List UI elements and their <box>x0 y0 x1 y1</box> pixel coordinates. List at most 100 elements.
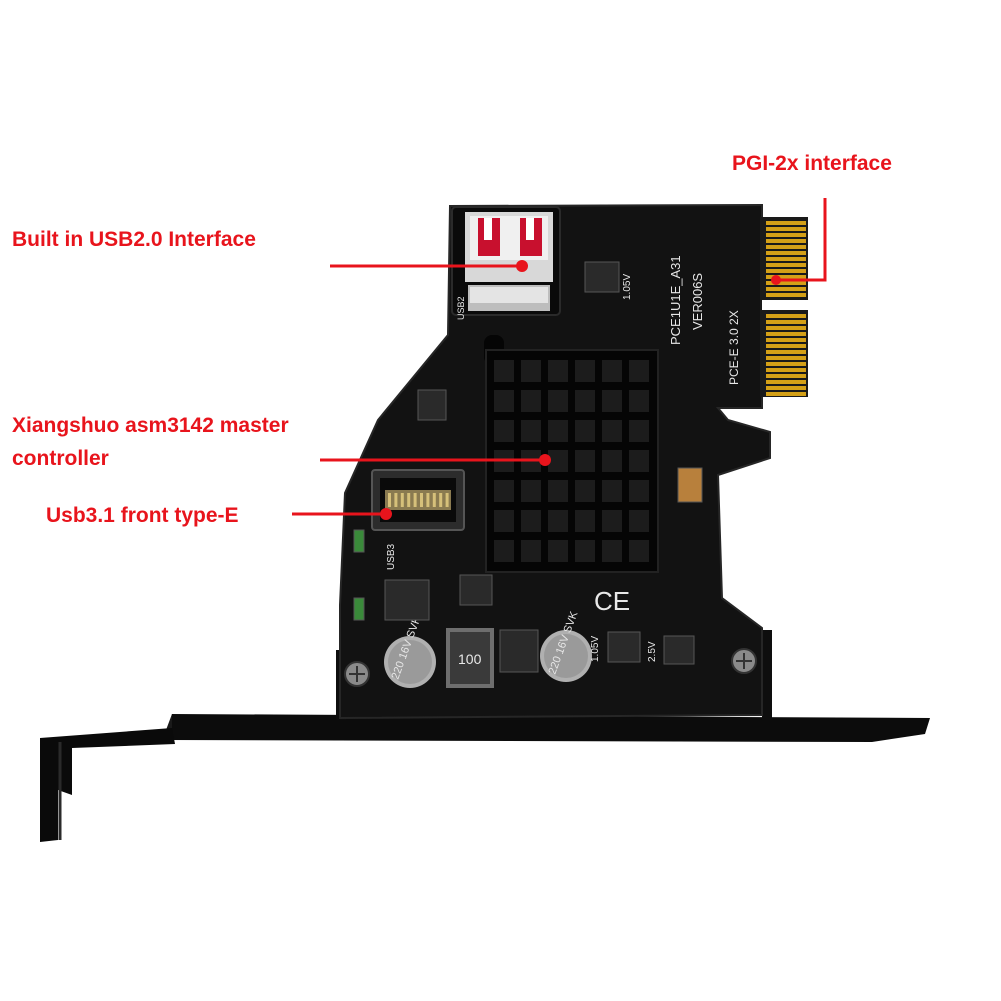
heatsink-fin <box>575 540 595 562</box>
silkscreen: PCE1U1E_A31 VER006S PCE-E 3.0 2X 1.05V 1… <box>386 255 741 662</box>
gold-finger <box>766 281 806 285</box>
mounting-screws <box>344 648 757 687</box>
gold-finger <box>766 287 806 291</box>
gold-finger <box>766 320 806 324</box>
heatsink-fin <box>602 510 622 532</box>
inductor: 100 <box>446 628 494 688</box>
controller-label-line2: controller <box>12 447 109 470</box>
model-text: PCE1U1E_A31 <box>668 255 683 345</box>
pcie-interface-label: PGI-2x interface <box>732 152 892 175</box>
heatsink-fin <box>602 540 622 562</box>
front-type-e-label: Usb3.1 front type-E <box>46 504 239 527</box>
heatsink-fin <box>494 480 514 502</box>
inductor-text: 100 <box>458 651 482 667</box>
heatsink-fin <box>494 360 514 382</box>
ce-mark: CE <box>594 586 630 616</box>
connector-pin <box>445 493 449 507</box>
heatsink-fin <box>548 420 568 442</box>
heatsink-fin <box>575 420 595 442</box>
smd-components <box>353 261 703 673</box>
gold-finger <box>766 221 806 225</box>
heatsink-fin <box>548 360 568 382</box>
leader-dots <box>380 260 781 520</box>
connector-pin <box>420 493 423 507</box>
bus-text: PCE-E 3.0 2X <box>727 310 741 385</box>
heatsink-fin <box>602 480 622 502</box>
gold-finger <box>766 245 806 249</box>
heatsink-fin <box>548 450 568 472</box>
gold-finger <box>766 362 806 366</box>
connector-pin <box>394 493 398 507</box>
connector-pin <box>400 493 404 507</box>
heatsink-fin <box>548 510 568 532</box>
heatsink-fin <box>521 420 541 442</box>
heatsink-fin <box>521 390 541 412</box>
gold-finger <box>766 332 806 336</box>
heatsink-fin <box>521 360 541 382</box>
connector-pin <box>439 493 443 507</box>
controller-heatsink <box>484 335 659 573</box>
connector-pin <box>432 493 436 507</box>
heatsink-fin <box>575 450 595 472</box>
heatsink-fin <box>548 540 568 562</box>
heatsink-fin <box>521 540 541 562</box>
gold-finger <box>766 368 806 372</box>
gold-finger <box>766 257 806 261</box>
heatsink-fin <box>575 360 595 382</box>
usb3-port-text: USB3 <box>386 543 397 570</box>
heatsink-fin <box>494 420 514 442</box>
heatsink-fin <box>629 450 649 472</box>
heatsink-fin <box>494 510 514 532</box>
heatsink-fin <box>629 480 649 502</box>
pcie-leader <box>776 198 827 282</box>
gold-finger <box>766 386 806 390</box>
usb2-text: USB2 <box>456 296 466 320</box>
heatsink-fin <box>548 390 568 412</box>
voltage-3-text: 2.5V <box>647 641 658 662</box>
gold-finger <box>766 338 806 342</box>
controller-label-line1: Xiangshuo asm3142 master <box>12 414 289 437</box>
gold-finger <box>766 380 806 384</box>
heatsink-fin <box>629 360 649 382</box>
heatsink-fin <box>629 390 649 412</box>
gold-finger <box>766 233 806 237</box>
gold-finger <box>766 239 806 243</box>
heatsink-fin <box>575 510 595 532</box>
voltage-1-text: 1.05V <box>622 274 633 300</box>
gold-finger <box>766 293 806 297</box>
usb2-port <box>451 206 561 316</box>
gold-finger <box>766 227 806 231</box>
heatsink-fin <box>548 480 568 502</box>
heatsink-fin <box>521 480 541 502</box>
heatsink-fin <box>602 420 622 442</box>
connector-pin <box>426 493 430 507</box>
gold-finger <box>766 344 806 348</box>
gold-finger <box>766 356 806 360</box>
gold-finger <box>766 251 806 255</box>
heatsink-fin <box>602 390 622 412</box>
front-type-e-connector <box>371 469 465 531</box>
heatsink-fin <box>602 360 622 382</box>
gold-finger <box>766 326 806 330</box>
gold-finger <box>766 392 806 396</box>
gold-finger <box>766 275 806 279</box>
gold-finger <box>766 269 806 273</box>
heatsink-fin <box>494 390 514 412</box>
gold-finger <box>766 314 806 318</box>
usb2-interface-label: Built in USB2.0 Interface <box>12 228 256 251</box>
electrolytic-capacitors: 220 16V SVK 220 16V SVK <box>384 609 592 688</box>
gold-finger <box>766 263 806 267</box>
gold-finger <box>766 374 806 378</box>
heatsink-fin <box>575 390 595 412</box>
connector-pin <box>407 493 411 507</box>
heatsink-fin <box>629 510 649 532</box>
connector-pin <box>413 493 417 507</box>
heatsink-fin <box>629 420 649 442</box>
heatsink-fin <box>602 450 622 472</box>
connector-pin <box>388 493 391 507</box>
leader-lines <box>292 198 827 516</box>
heatsink-fin <box>575 480 595 502</box>
heatsink-fin <box>629 540 649 562</box>
